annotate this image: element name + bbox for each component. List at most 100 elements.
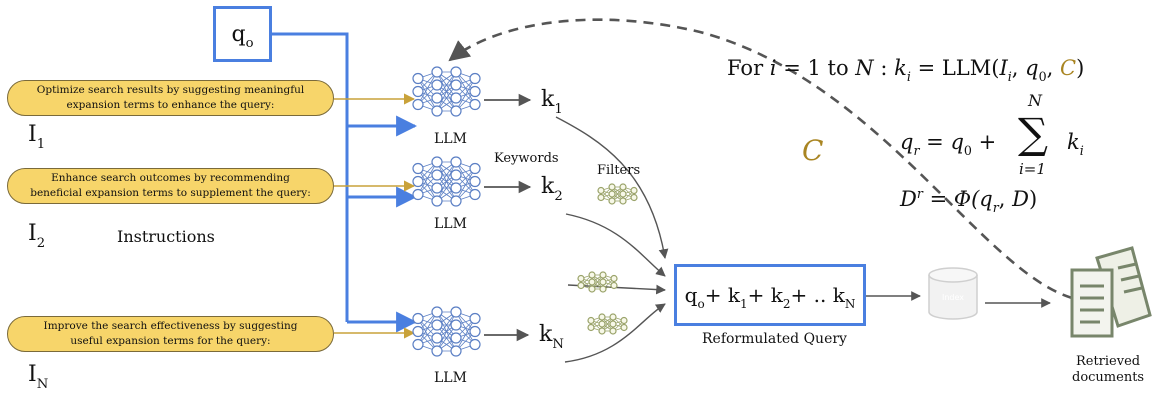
reformulated-query-box: qo+ k1+ k2+ .. kN (674, 264, 866, 326)
network-edge (436, 161, 457, 202)
network-node (598, 320, 606, 328)
network-node (412, 85, 424, 98)
network-node (599, 271, 607, 279)
sum-upper-limit: N (1028, 91, 1042, 110)
llm-label-2: LLM (434, 216, 467, 232)
filter-network-icon (587, 313, 628, 335)
network-node (597, 186, 605, 195)
network-node (450, 332, 462, 344)
query-symbol: qo (231, 21, 254, 52)
retrieval-arrows (865, 291, 1051, 308)
network-node (431, 182, 443, 194)
filters-caption: Filters (597, 163, 641, 178)
network-node (469, 338, 481, 351)
network-node (412, 98, 424, 111)
network-edge (455, 168, 476, 202)
instruction-1: Optimize search results by suggesting me… (7, 80, 334, 116)
network-node (469, 85, 481, 98)
network-edge (436, 71, 457, 112)
context-label: C (802, 134, 824, 167)
network-node (431, 319, 443, 331)
retrieved-label: Retrieved documents (1072, 354, 1145, 385)
neural-network-icon (412, 66, 481, 117)
network-node (608, 183, 616, 191)
keywords-caption: Keywords (494, 151, 559, 166)
network-node (469, 312, 481, 325)
network-edge (455, 78, 476, 112)
network-node (450, 92, 462, 104)
network-node (620, 323, 628, 332)
network-node (469, 175, 481, 188)
network-node (630, 186, 638, 195)
filter-icon-group (577, 183, 638, 335)
network-node (609, 327, 617, 335)
sum-symbol: ∑ (1018, 109, 1048, 158)
network-node (450, 319, 462, 331)
network-node (619, 197, 627, 205)
network-node (587, 316, 595, 325)
network-node (577, 274, 585, 283)
index-label: Index (942, 293, 965, 302)
llm-label-1: LLM (434, 131, 467, 147)
network-node (412, 325, 424, 338)
network-node (412, 175, 424, 188)
network-node (577, 281, 585, 290)
filter-network-icon (597, 183, 638, 205)
network-node (469, 325, 481, 338)
network-node (412, 72, 424, 85)
network-node (412, 312, 424, 325)
llm-output-arrows (484, 93, 532, 342)
network-node (588, 278, 596, 286)
network-node (431, 332, 443, 344)
neural-network-icon (412, 306, 481, 357)
network-node (588, 271, 596, 279)
network-node (431, 156, 443, 168)
network-node (431, 79, 443, 91)
query-distribution-lines (272, 32, 418, 333)
network-node (412, 338, 424, 351)
documents-icon (1070, 246, 1152, 338)
network-node (619, 183, 627, 191)
network-edge (455, 318, 476, 352)
network-edge (436, 311, 457, 352)
network-node (598, 327, 606, 335)
network-edge (417, 71, 438, 105)
instruction-label-1: I1 (28, 122, 46, 152)
network-node (431, 92, 443, 104)
network-node (450, 169, 462, 181)
keyword-k1: k1 (541, 87, 563, 117)
keyword-kn: kN (539, 322, 564, 352)
network-node (597, 193, 605, 202)
network-node (587, 323, 595, 332)
network-node (431, 169, 443, 181)
initial-query-box: qo (213, 6, 272, 62)
network-node (431, 195, 443, 207)
network-node (450, 79, 462, 91)
network-node (450, 66, 462, 78)
network-node (608, 190, 616, 198)
llm-label-n: LLM (434, 370, 467, 386)
network-node (431, 66, 443, 78)
network-node (469, 72, 481, 85)
network-edge (417, 161, 438, 195)
context-feedback-loop (448, 18, 1073, 300)
network-node (630, 193, 638, 202)
filter-network-icon (577, 271, 618, 293)
index-database-icon (928, 267, 978, 320)
network-node (450, 182, 462, 194)
network-node (431, 105, 443, 117)
keyword-k2: k2 (541, 174, 563, 204)
network-node (608, 197, 616, 205)
instructions-caption: Instructions (117, 227, 215, 246)
sum-lower-limit: i=1 (1019, 160, 1046, 178)
reformulated-query-expression: qo+ k1+ k2+ .. kN (684, 283, 856, 311)
sum-term: ki (1067, 130, 1084, 159)
retrieval-equation: Dr = Φ(qr, D) (900, 186, 1038, 216)
instruction-label-2: I2 (28, 221, 46, 251)
network-node (450, 156, 462, 168)
instruction-label-n: IN (28, 362, 49, 392)
loop-equation: For i = 1 to N : ki = LLM(Ii, q0, C) (727, 56, 1085, 85)
